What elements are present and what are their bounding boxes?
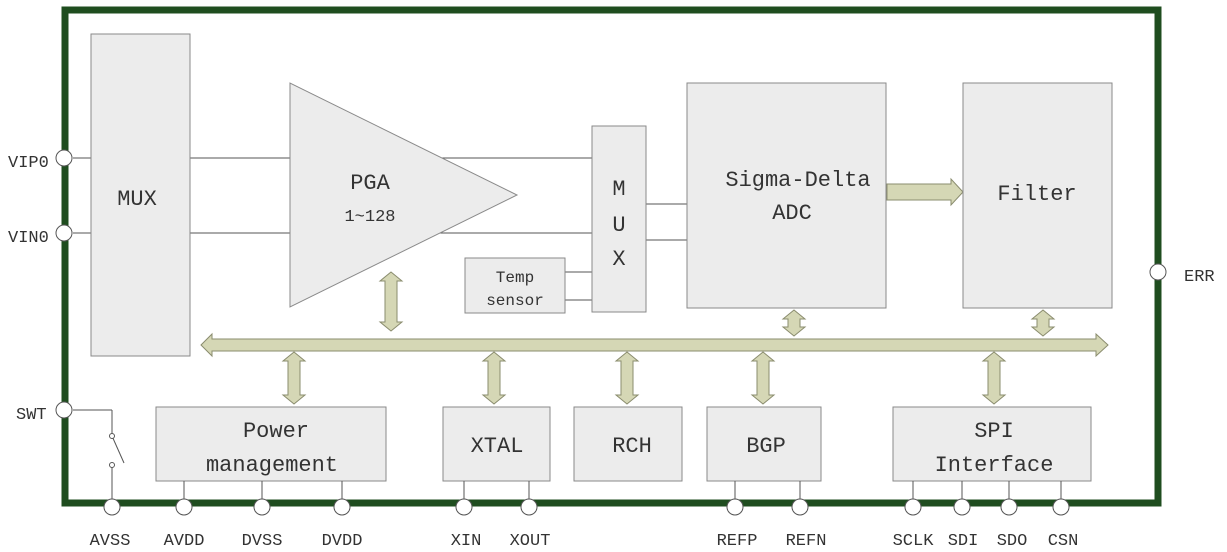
temp-sensor-block	[464, 257, 566, 314]
chip-outline	[61, 6, 1162, 507]
adc-block	[686, 82, 887, 309]
bus-connector-arrow	[378, 271, 404, 332]
bus-connector-arrow	[781, 309, 807, 337]
pin-vin0-marker	[55, 224, 73, 242]
pin-csn-marker	[1052, 498, 1070, 516]
pin-vip0-label: VIP0	[8, 154, 49, 173]
filter-label: Filter	[997, 182, 1076, 207]
bus-connector-arrow	[281, 351, 307, 405]
mux-right-letter-m: M	[612, 177, 625, 202]
spi-line2: Interface	[935, 453, 1054, 478]
spi-block	[892, 406, 1092, 482]
pin-sclk-label: SCLK	[893, 532, 935, 551]
pins: VIP0 VIN0 SWT ERR	[8, 149, 1215, 425]
power-line1: Power	[243, 419, 309, 444]
pin-dvdd-label: DVDD	[322, 532, 363, 551]
internal-bus-arrow	[200, 332, 1109, 358]
pin-xout-marker	[520, 498, 538, 516]
mux-left-block	[90, 33, 191, 357]
rch-block	[573, 406, 683, 482]
pin-refn-label: REFN	[786, 532, 827, 551]
pin-sdo-label: SDO	[997, 532, 1028, 551]
pin-err-marker	[1149, 263, 1167, 281]
xtal-block	[442, 406, 551, 482]
pin-refp-label: REFP	[717, 532, 758, 551]
adc-to-filter-arrow	[886, 177, 964, 207]
power-line2: management	[206, 453, 338, 478]
pin-swt-marker	[55, 401, 73, 419]
power-block	[155, 406, 387, 482]
bottom-pins: AVSS AVDD DVSS DVDD XIN XOUT REFP REFN SCLK SDI SD…	[90, 481, 1079, 551]
pin-avdd-label: AVDD	[164, 532, 205, 551]
pin-avss-marker	[103, 498, 121, 516]
bus-connector-arrow	[750, 351, 776, 405]
pin-sdi-label: SDI	[948, 532, 979, 551]
bus-connector-arrow	[981, 351, 1007, 405]
switch-contact-top	[109, 433, 115, 439]
pin-sdo-marker	[1000, 498, 1018, 516]
pin-refn-marker	[791, 498, 809, 516]
pin-avss-label: AVSS	[90, 532, 131, 551]
pin-sdi-marker	[953, 498, 971, 516]
adc-line1: Sigma-Delta	[725, 168, 870, 193]
pin-xin-label: XIN	[451, 532, 482, 551]
pin-vip0-marker	[55, 149, 73, 167]
mux-right-letter-x: X	[612, 247, 625, 272]
bus-connectors	[281, 271, 1056, 405]
filter-block	[962, 82, 1113, 309]
pin-xout-label: XOUT	[510, 532, 551, 551]
pin-swt-label: SWT	[16, 406, 47, 425]
pin-dvss-marker	[253, 498, 271, 516]
pin-dvss-label: DVSS	[242, 532, 283, 551]
pin-vin0-label: VIN0	[8, 229, 49, 248]
pin-sclk-marker	[904, 498, 922, 516]
pga-title: PGA	[350, 171, 390, 196]
signal-lines	[73, 157, 687, 500]
switch-contact-bottom	[109, 462, 115, 468]
temp-sensor-line2: sensor	[486, 292, 544, 310]
spi-line1: SPI	[974, 419, 1014, 444]
bgp-label: BGP	[746, 434, 786, 459]
bus-connector-arrow	[614, 351, 640, 405]
pin-err-label: ERR	[1184, 268, 1215, 287]
pga-triangle	[289, 82, 519, 308]
bus-connector-arrow	[1030, 309, 1056, 337]
rch-label: RCH	[612, 434, 652, 459]
bgp-block	[706, 406, 822, 482]
xtal-label: XTAL	[471, 434, 524, 459]
pga-gain: 1~128	[344, 208, 395, 227]
pin-refp-marker	[726, 498, 744, 516]
pin-avdd-marker	[175, 498, 193, 516]
pin-csn-label: CSN	[1048, 532, 1079, 551]
mux-left-label: MUX	[117, 187, 157, 212]
adc-line2: ADC	[772, 201, 812, 226]
mux-right-letter-u: U	[612, 213, 625, 238]
pin-xin-marker	[455, 498, 473, 516]
mux-right-block	[591, 125, 647, 313]
temp-sensor-line1: Temp	[496, 269, 534, 287]
pin-dvdd-marker	[333, 498, 351, 516]
bus-connector-arrow	[481, 351, 507, 405]
